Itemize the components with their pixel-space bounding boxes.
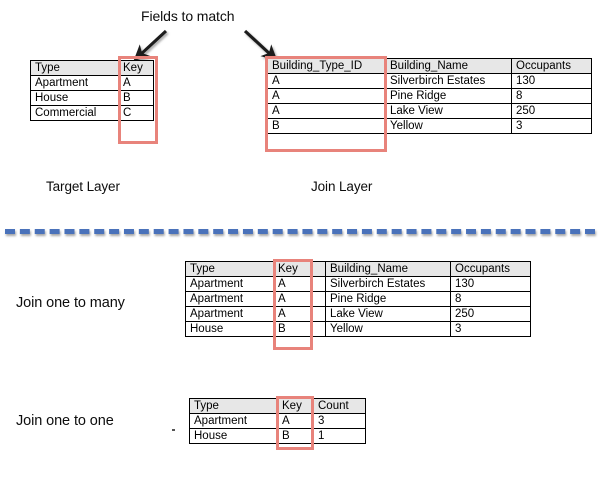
target-layer-table: Type Key Apartment A House B Commercial … (30, 60, 154, 121)
cell-key: A (273, 306, 326, 322)
target-layer-caption: Target Layer (46, 179, 120, 194)
cell-key: B (273, 321, 326, 337)
table-row: Apartment A 3 (189, 413, 366, 429)
column-header: Key (118, 60, 154, 76)
cell-key: B (118, 90, 154, 106)
column-header: Key (277, 398, 314, 414)
column-header: Type (185, 261, 274, 277)
table-header-row: Type Key Building_Name Occupants (185, 261, 531, 277)
table-row: House B Yellow 3 (185, 321, 531, 337)
cell-key: A (277, 413, 314, 429)
cell-building-name: Lake View (385, 103, 512, 119)
cell-key: A (273, 276, 326, 292)
cell-key: C (118, 105, 154, 121)
cell-type: Commercial (30, 105, 119, 121)
cell-type: House (30, 90, 119, 106)
arrow-to-target-key (133, 29, 168, 62)
table-row: A Lake View 250 (267, 103, 592, 119)
column-header: Building_Name (385, 58, 512, 74)
column-header: Type (30, 60, 119, 76)
column-header: Building_Name (325, 261, 451, 277)
join-layer-caption: Join Layer (311, 179, 373, 194)
cell-occupants: 250 (450, 306, 531, 322)
cell-building-name: Pine Ridge (325, 291, 451, 307)
table-row: House B 1 (189, 428, 366, 444)
cell-count: 3 (313, 413, 366, 429)
column-header: Key (273, 261, 326, 277)
cell-type: Apartment (185, 306, 274, 322)
table-row: Apartment A Silverbirch Estates 130 (185, 276, 531, 292)
table-row: Apartment A Pine Ridge 8 (185, 291, 531, 307)
join-one-to-one-table: Type Key Count Apartment A 3 House B 1 (189, 398, 366, 444)
cell-occupants: 8 (450, 291, 531, 307)
column-header: Occupants (511, 58, 592, 74)
cell-occupants: 3 (511, 118, 592, 134)
cell-type: Apartment (30, 75, 119, 91)
cell-key: A (118, 75, 154, 91)
cell-building-type-id: B (267, 118, 386, 134)
cell-building-name: Yellow (385, 118, 512, 134)
cell-type: Apartment (185, 291, 274, 307)
table-header-row: Type Key Count (189, 398, 366, 414)
table-row: Apartment A Lake View 250 (185, 306, 531, 322)
table-row: B Yellow 3 (267, 118, 592, 134)
cell-building-type-id: A (267, 73, 386, 89)
cell-occupants: 8 (511, 88, 592, 104)
fields-to-match-label: Fields to match (141, 8, 235, 24)
table-row: A Silverbirch Estates 130 (267, 73, 592, 89)
table-header-row: Building_Type_ID Building_Name Occupants (267, 58, 592, 74)
stray-dot-mark (172, 429, 175, 431)
cell-type: House (189, 428, 278, 444)
cell-building-name: Yellow (325, 321, 451, 337)
column-header: Count (313, 398, 366, 414)
cell-building-type-id: A (267, 103, 386, 119)
join-layer-table: Building_Type_ID Building_Name Occupants… (267, 58, 592, 134)
cell-type: Apartment (185, 276, 274, 292)
join-one-to-one-caption: Join one to one (16, 413, 114, 429)
cell-building-name: Silverbirch Estates (325, 276, 451, 292)
column-header: Type (189, 398, 278, 414)
cell-building-type-id: A (267, 88, 386, 104)
table-row: House B (30, 90, 154, 106)
section-divider (5, 229, 595, 234)
cell-key: A (273, 291, 326, 307)
cell-occupants: 250 (511, 103, 592, 119)
cell-type: House (185, 321, 274, 337)
table-header-row: Type Key (30, 60, 154, 76)
column-header: Building_Type_ID (267, 58, 386, 74)
cell-occupants: 130 (511, 73, 592, 89)
table-row: Apartment A (30, 75, 154, 91)
cell-key: B (277, 428, 314, 444)
column-header: Occupants (450, 261, 531, 277)
cell-occupants: 3 (450, 321, 531, 337)
join-one-to-many-table: Type Key Building_Name Occupants Apartme… (185, 261, 531, 337)
cell-occupants: 130 (450, 276, 531, 292)
join-one-to-many-caption: Join one to many (16, 295, 125, 311)
cell-type: Apartment (189, 413, 278, 429)
table-row: Commercial C (30, 105, 154, 121)
cell-count: 1 (313, 428, 366, 444)
cell-building-name: Lake View (325, 306, 451, 322)
table-row: A Pine Ridge 8 (267, 88, 592, 104)
cell-building-name: Pine Ridge (385, 88, 512, 104)
cell-building-name: Silverbirch Estates (385, 73, 512, 89)
arrow-to-join-key (243, 29, 278, 62)
